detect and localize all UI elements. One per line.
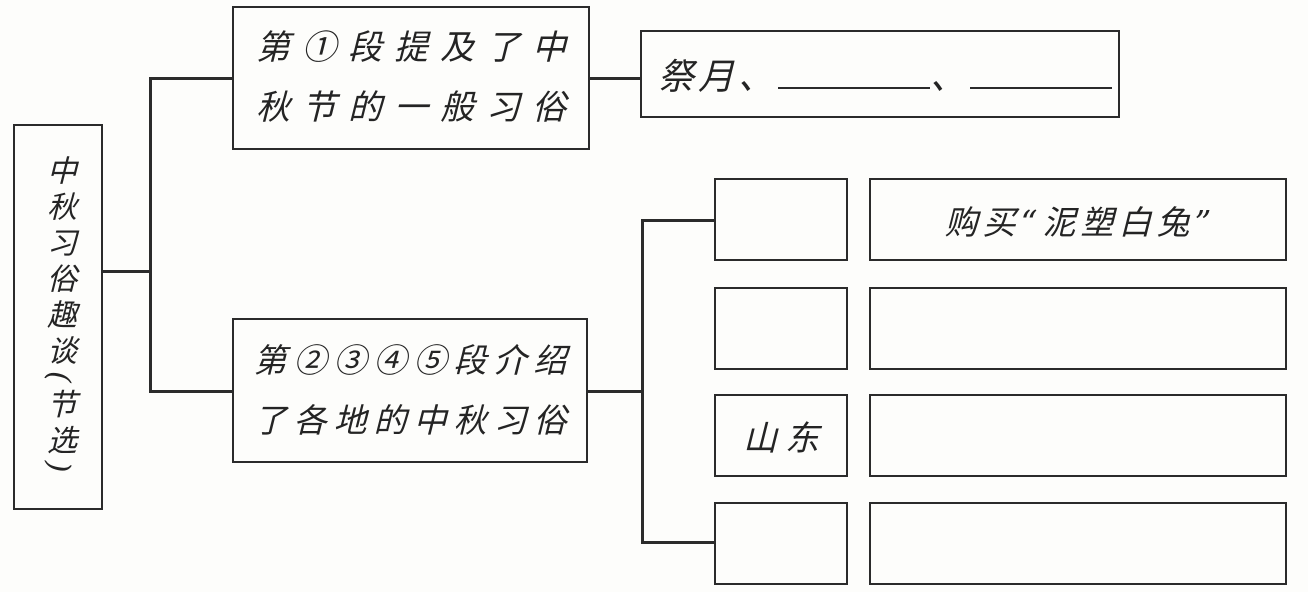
connector-trunk-right: [641, 219, 644, 544]
branch-general-line1: 第①段提及了中: [256, 28, 578, 68]
connector-trunk-left: [149, 77, 152, 393]
enumeration-comma: 、: [930, 57, 971, 98]
custom-box-row-4: [869, 502, 1287, 585]
root-node-label: 中秋习俗趣谈(节选): [41, 155, 76, 479]
connector-to-branch-regional: [149, 390, 233, 393]
general-customs-answer-box: 祭月、 、: [640, 30, 1120, 118]
root-node: 中秋习俗趣谈(节选): [13, 124, 103, 510]
fill-blank-2: [970, 85, 1113, 89]
connector-general-to-detail: [589, 77, 641, 80]
custom-box-row-1: 购买“泥塑白兔”: [869, 178, 1287, 261]
region-box-row-1: [714, 178, 848, 261]
region-box-row-4: [714, 502, 848, 585]
region-label-row-3: 山东: [743, 419, 827, 459]
branch-regional-line1: 第②③④⑤段介绍: [253, 340, 574, 380]
branch-regional-line2: 了各地的中秋习俗: [253, 400, 574, 440]
connector-to-row-1: [641, 219, 715, 222]
branch-general-customs-node: 第①段提及了中 秋节的一般习俗: [232, 6, 590, 150]
connector-regional-to-trunk: [587, 390, 643, 393]
region-box-row-2: [714, 287, 848, 370]
branch-regional-customs-node: 第②③④⑤段介绍 了各地的中秋习俗: [232, 318, 588, 463]
connector-to-branch-general: [149, 77, 233, 80]
custom-box-row-3: [869, 394, 1287, 477]
custom-box-row-2: [869, 287, 1287, 370]
custom-label-row-1: 购买“泥塑白兔”: [944, 202, 1217, 242]
fill-blank-1: [778, 85, 931, 89]
branch-general-line2: 秋节的一般习俗: [256, 88, 578, 128]
custom-moon-worship-label: 祭月、: [658, 57, 779, 98]
general-customs-line: 祭月、 、: [658, 48, 1113, 100]
region-box-row-3: 山东: [714, 394, 848, 477]
connector-to-row-4: [641, 541, 715, 544]
connector-root-to-trunk: [102, 270, 150, 273]
